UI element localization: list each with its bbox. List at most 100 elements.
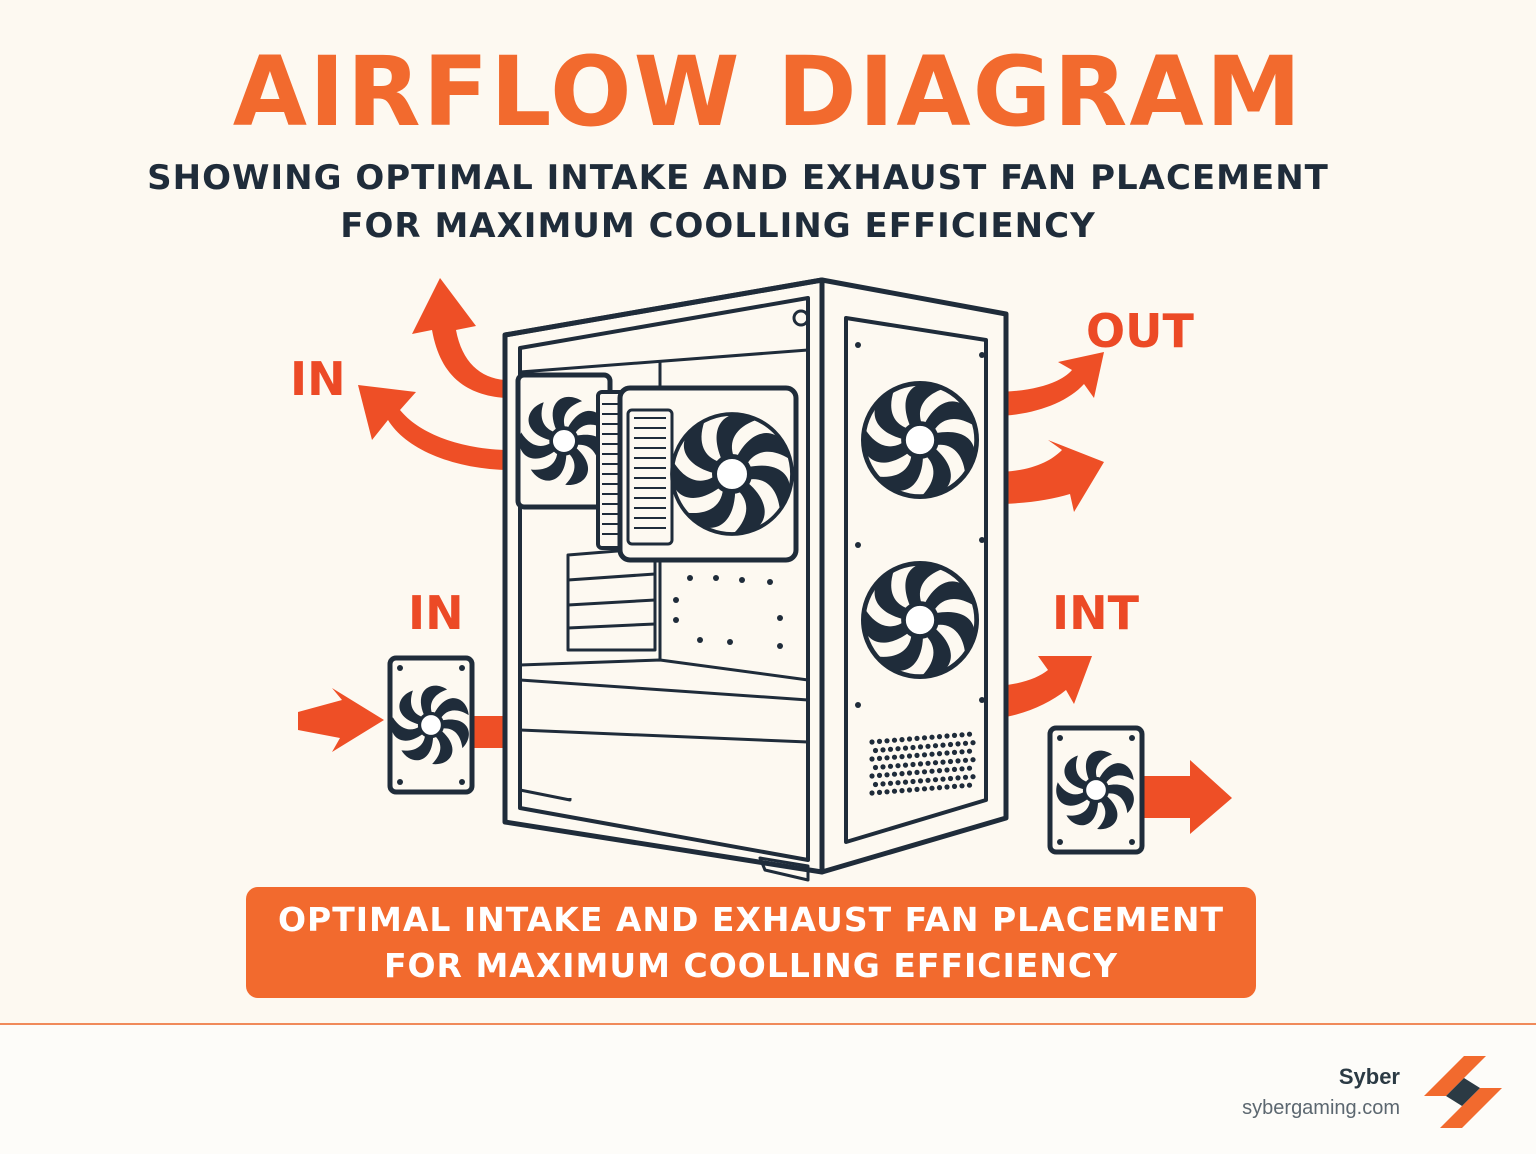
label-int: INT (1052, 586, 1139, 640)
vent-hole (891, 754, 898, 760)
vent-hole (959, 732, 965, 738)
subtitle-line-2: FOR MAXIMUM COOLLING EFFICIENCY (340, 206, 1096, 246)
vent-hole (940, 776, 946, 782)
vent-hole (902, 762, 909, 768)
vent-hole (914, 752, 920, 759)
vent-hole (895, 746, 901, 752)
vent-hole (884, 738, 890, 744)
vent-hole (872, 781, 879, 788)
vent-hole (951, 749, 958, 756)
vent-hole (902, 745, 909, 751)
vent-hole (895, 780, 901, 786)
vent-hole (947, 775, 954, 782)
vent-hole (899, 737, 905, 743)
vent-hole (906, 753, 913, 759)
cpu-cooler (596, 385, 800, 563)
vent-hole (932, 760, 939, 766)
caption-banner: OPTIMAL INTAKE AND EXHAUST FAN PLACEMENT… (246, 887, 1256, 998)
vent-hole (944, 767, 950, 773)
vent-hole (880, 781, 886, 787)
vent-hole (872, 747, 879, 754)
vent-hole (940, 742, 946, 748)
vent-hole (925, 743, 931, 749)
vent-hole (962, 757, 969, 763)
vent-hole (899, 771, 905, 777)
vent-hole (959, 766, 965, 772)
vent-hole (932, 743, 939, 749)
vent-hole (929, 751, 935, 757)
vent-hole (906, 770, 913, 776)
vent-hole (910, 778, 916, 785)
vent-hole (899, 788, 905, 794)
vent-hole (880, 747, 886, 753)
banner-line-2: FOR MAXIMUM COOLLING EFFICIENCY (383, 945, 1119, 985)
vent-hole (944, 750, 950, 756)
vent-hole (891, 771, 898, 777)
arrow-icon (1140, 760, 1232, 834)
vent-hole (921, 735, 928, 741)
vent-hole (966, 748, 973, 754)
vent-hole (970, 757, 976, 763)
vent-hole (932, 777, 939, 783)
vent-hole (921, 786, 928, 792)
vent-hole (936, 785, 943, 791)
vent-hole (895, 763, 901, 769)
vent-hole (940, 759, 946, 765)
vent-hole (887, 746, 894, 752)
brand-url: sybergaming.com (1242, 1097, 1400, 1119)
vent-hole (925, 760, 931, 766)
vent-hole (929, 785, 935, 791)
pc-case-airflow-illustration (298, 277, 1232, 882)
vent-hole (872, 764, 879, 771)
vent-hole (925, 777, 931, 783)
vent-hole (959, 749, 965, 755)
vent-hole (917, 744, 924, 750)
vent-hole (899, 754, 905, 760)
vent-hole (921, 769, 928, 775)
vent-hole (884, 772, 890, 778)
vent-hole (955, 775, 961, 781)
mounting-holes (673, 575, 783, 649)
vent-hole (962, 740, 969, 746)
arrow-icon (472, 716, 505, 748)
vent-hole (884, 789, 890, 795)
vent-hole (970, 774, 976, 780)
vent-hole (929, 768, 935, 774)
vent-hole (944, 733, 950, 739)
fan-icon (1047, 725, 1145, 855)
vent-hole (910, 761, 916, 768)
arrow-icon (298, 688, 384, 752)
vent-hole (955, 741, 961, 747)
vent-hole (891, 788, 898, 794)
syber-logo-icon (1424, 1056, 1502, 1128)
brand-name: Syber (1338, 1064, 1400, 1089)
vent-hole (914, 735, 920, 742)
vent-hole (891, 737, 898, 743)
arrow-icon (358, 385, 505, 470)
vent-hole (876, 789, 883, 796)
vent-hole (880, 764, 886, 770)
footer-divider (0, 1023, 1536, 1025)
fan-icon (383, 655, 478, 795)
vent-hole (959, 783, 965, 789)
vent-hole (876, 755, 883, 762)
vent-hole (884, 755, 890, 761)
vent-hole (906, 736, 913, 742)
fan-icon (854, 373, 984, 501)
vent-hole (914, 769, 920, 776)
vent-hole (902, 779, 909, 785)
vent-hole (869, 739, 875, 745)
banner-line-1: OPTIMAL INTAKE AND EXHAUST FAN PLACEMENT (277, 899, 1225, 939)
front-vent-grid (869, 731, 976, 796)
vent-hole (936, 734, 943, 740)
subtitle-line-1: SHOWING OPTIMAL INTAKE AND EXHAUST FAN P… (147, 158, 1329, 198)
vent-hole (914, 786, 920, 793)
vent-hole (936, 751, 943, 757)
vent-hole (966, 782, 973, 788)
footer (0, 1025, 1536, 1154)
vent-hole (910, 744, 916, 751)
vent-hole (876, 772, 883, 779)
vent-hole (906, 787, 913, 793)
vent-hole (955, 758, 961, 764)
arrow-icon (993, 352, 1104, 416)
